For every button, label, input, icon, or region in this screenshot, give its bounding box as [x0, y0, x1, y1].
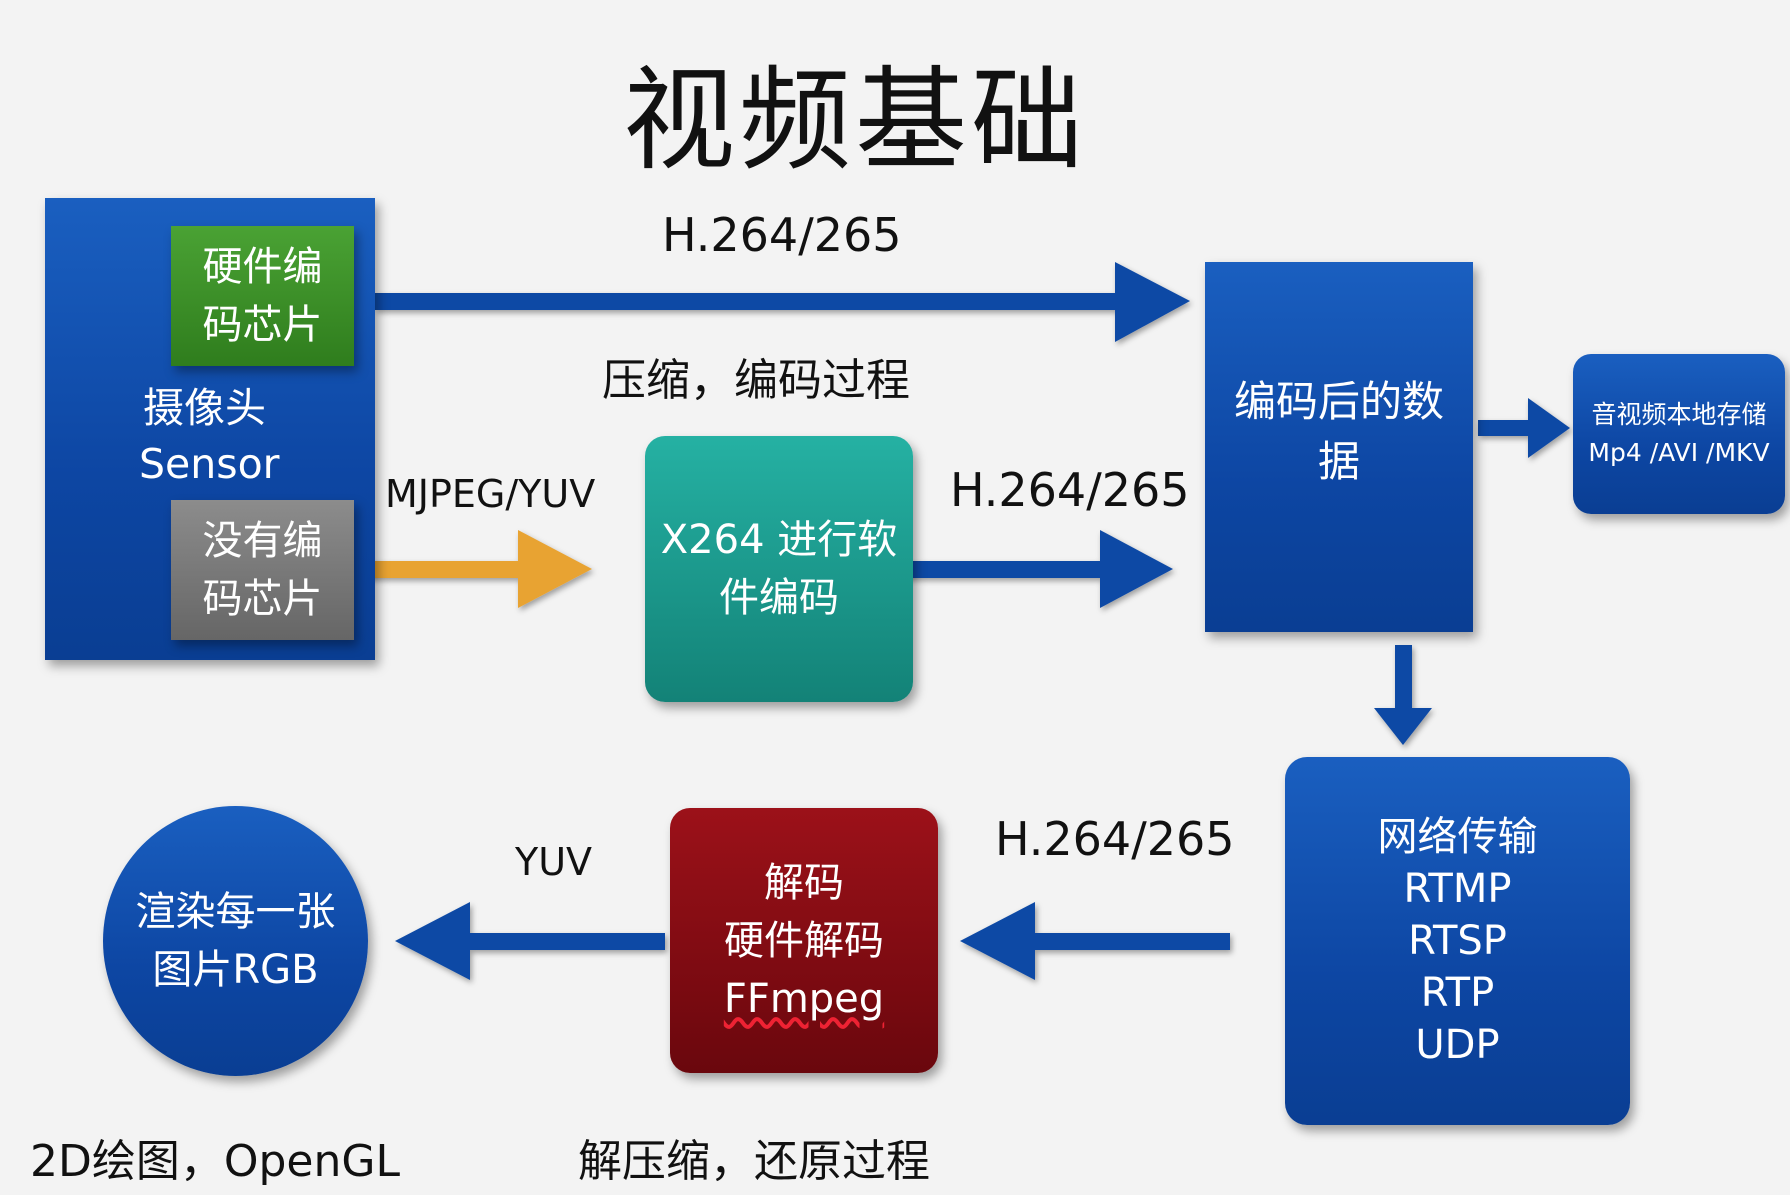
arrow-network-to-decode	[960, 902, 1230, 980]
no-chip-line1: 没有编	[202, 518, 323, 564]
arrow-x264-to-encoded	[905, 530, 1173, 608]
no-chip-line2: 码芯片	[202, 576, 323, 622]
decode-line2: 硬件解码	[724, 917, 884, 964]
network-transport-box: 网络传输 RTMP RTSP RTP UDP	[1285, 757, 1630, 1125]
camera-name-line2: Sensor	[139, 440, 280, 488]
arrow-decode-to-render	[395, 902, 665, 980]
label-render-caption: 2D绘图，OpenGL	[30, 1136, 401, 1187]
arrow-encoded-to-network	[1374, 645, 1432, 745]
decode-line3: FFmpeg	[723, 975, 885, 1022]
storage-line1: 音视频本地存储	[1591, 400, 1767, 429]
label-h264-top: H.264/265	[662, 208, 902, 262]
label-h264-bottom: H.264/265	[995, 812, 1235, 866]
label-compress-process: 压缩，编码过程	[602, 355, 910, 406]
encoded-line2: 据	[1317, 437, 1360, 486]
encoded-line1: 编码后的数	[1233, 377, 1444, 426]
arrow-raw-to-x264	[355, 530, 592, 608]
arrow-hw-to-encoded	[375, 262, 1190, 342]
hw-chip-line1: 硬件编	[202, 244, 323, 290]
x264-line1: X264 进行软	[660, 517, 898, 563]
render-circle: 渲染每一张 图片RGB	[103, 806, 368, 1076]
arrow-encoded-to-storage	[1478, 398, 1570, 458]
label-h264-mid: H.264/265	[950, 463, 1190, 517]
network-line5: UDP	[1415, 1022, 1500, 1068]
network-line1: 网络传输	[1377, 814, 1538, 860]
hw-encoding-chip: 硬件编 码芯片	[171, 226, 354, 366]
page-title: 视频基础	[623, 56, 1087, 186]
hw-chip-line2: 码芯片	[202, 302, 323, 348]
encoded-data-box: 编码后的数 据	[1205, 262, 1473, 632]
label-decompress-process: 解压缩，还原过程	[578, 1136, 930, 1187]
local-storage-box: 音视频本地存储 Mp4 /AVI /MKV	[1573, 354, 1785, 514]
x264-software-encoder: X264 进行软 件编码	[645, 436, 913, 702]
render-line2: 图片RGB	[152, 947, 319, 993]
camera-name-line1: 摄像头	[143, 384, 266, 432]
no-encoding-chip: 没有编 码芯片	[171, 500, 354, 640]
label-mjpeg-yuv: MJPEG/YUV	[385, 472, 596, 516]
label-yuv: YUV	[515, 840, 593, 884]
decode-box: 解码 硬件解码 FFmpeg	[670, 808, 938, 1073]
decode-line1: 解码	[764, 859, 844, 906]
network-line3: RTSP	[1408, 918, 1507, 964]
x264-line2: 件编码	[719, 575, 839, 621]
storage-line2: Mp4 /AVI /MKV	[1588, 438, 1770, 467]
render-line1: 渲染每一张	[135, 889, 336, 935]
network-line4: RTP	[1420, 970, 1495, 1016]
network-line2: RTMP	[1403, 866, 1512, 912]
